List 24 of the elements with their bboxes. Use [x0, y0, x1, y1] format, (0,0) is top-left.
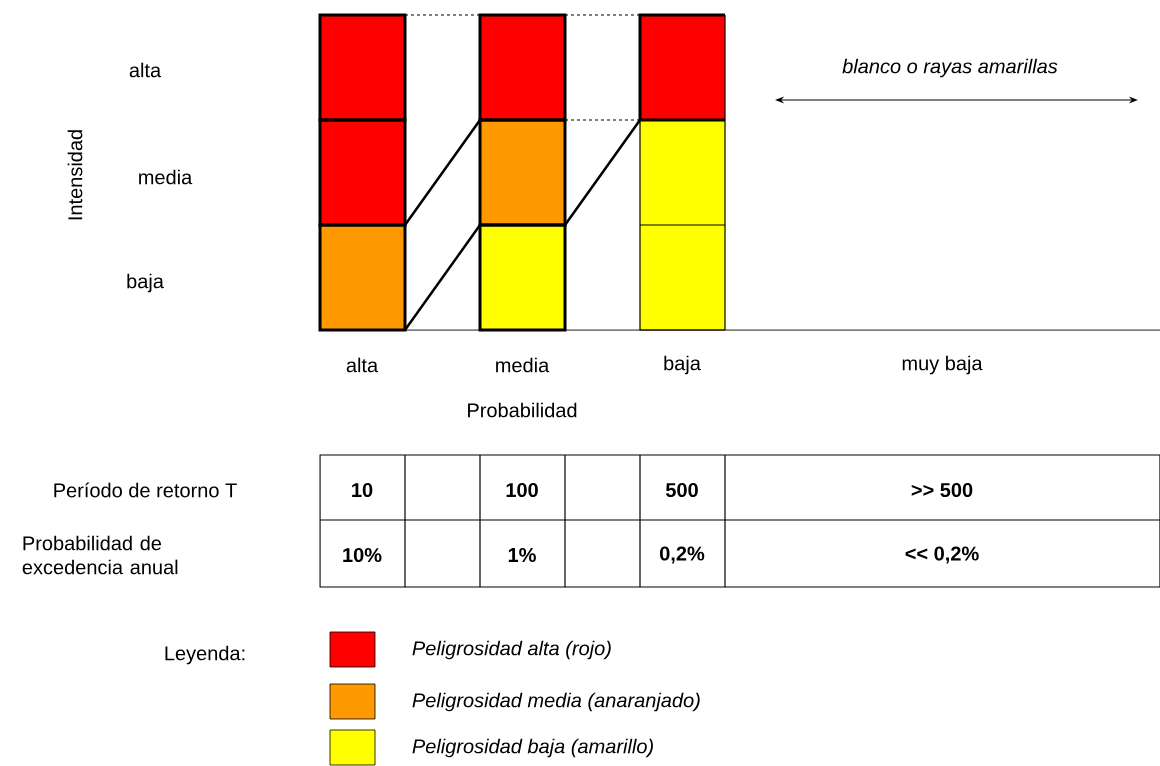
table-cell: 500	[665, 482, 698, 498]
legend-title: Leyenda:	[165, 645, 245, 665]
axis-value-label: alta	[129, 62, 162, 78]
table-cell: >> 500	[911, 482, 973, 498]
table-cell: 100	[506, 482, 538, 498]
axis-value-label: alta	[346, 357, 379, 373]
table-cell: 1%	[508, 547, 536, 563]
table-cell: 0,2%	[660, 546, 705, 564]
legend-text: Peligrosidad media (anaranjado)	[412, 692, 700, 712]
range-note: blanco o rayas amarillas	[842, 58, 1058, 78]
legend-text: Peligrosidad baja (amarillo)	[412, 738, 653, 758]
row-header: Período de retorno T	[54, 482, 237, 498]
axis-title: Intensidad	[67, 130, 83, 220]
axis-value-label: muy baja	[902, 355, 983, 375]
axis-value-label: baja	[127, 273, 164, 293]
legend-text: Peligrosidad alta (rojo)	[412, 640, 611, 660]
row-header: Probabilidad de excedencia anual	[22, 535, 178, 575]
table-cell: 10	[352, 482, 373, 498]
axis-value-label: baja	[664, 355, 701, 375]
axis-title: Probabilidad	[468, 402, 577, 418]
table-cell: << 0,2%	[905, 546, 979, 564]
axis-value-label: media	[139, 169, 193, 185]
table-cell: 10%	[343, 547, 382, 563]
axis-value-label: media	[496, 357, 550, 373]
